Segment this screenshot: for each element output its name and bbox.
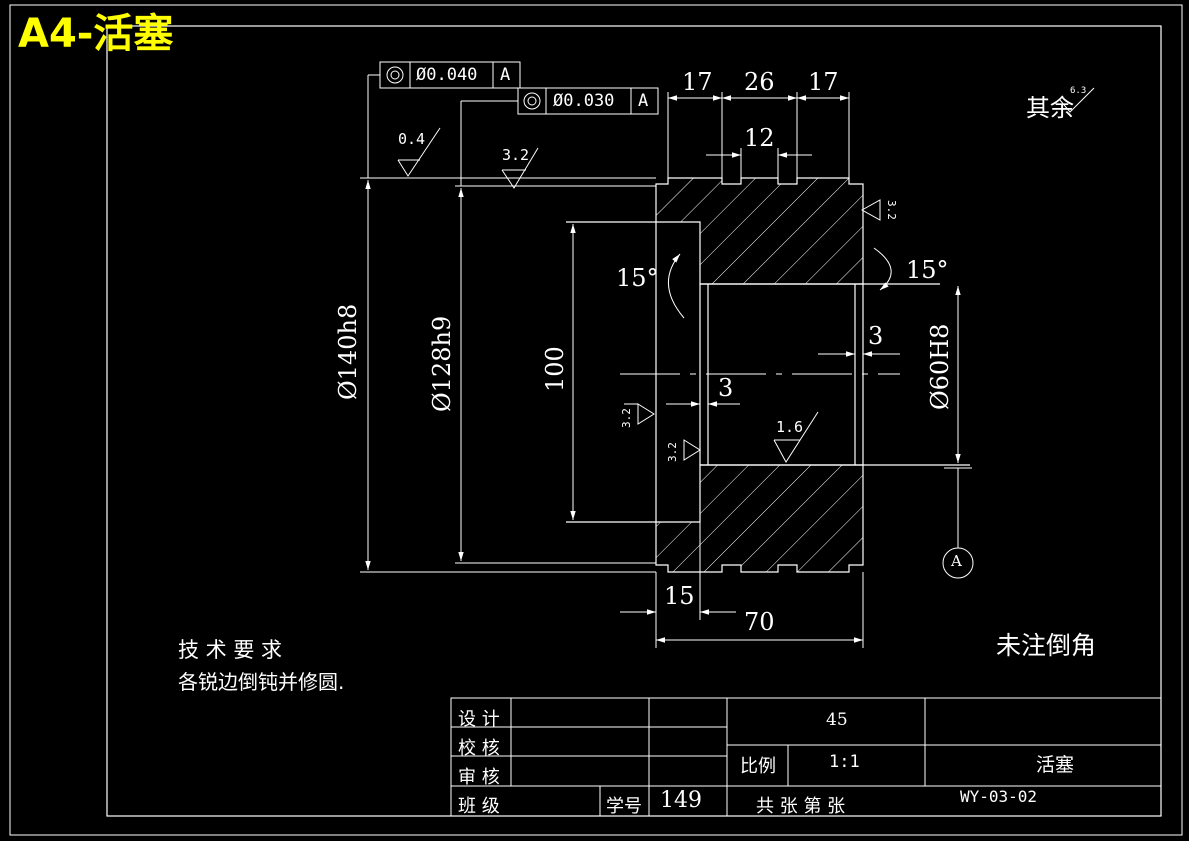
extension-lines bbox=[360, 92, 864, 648]
dim-3-left: 3 bbox=[718, 374, 734, 402]
tb-review: 审 核 bbox=[458, 767, 500, 788]
tolerance-value-1: Ø0.040 bbox=[416, 65, 478, 85]
lower-hatch bbox=[655, 464, 864, 573]
datum-a-label: A bbox=[951, 552, 962, 570]
tb-scale-label: 比例 bbox=[740, 756, 776, 777]
tb-check: 校 核 bbox=[458, 738, 500, 759]
dim-15: 15 bbox=[664, 582, 695, 610]
tolerance-value-2: Ø0.030 bbox=[553, 91, 615, 111]
tb-student-no: 149 bbox=[660, 788, 702, 813]
dim-70: 70 bbox=[744, 608, 775, 636]
dim-3-right: 3 bbox=[868, 322, 884, 350]
tb-class: 班 级 bbox=[458, 796, 500, 817]
dim-d128: Ø128h9 bbox=[428, 315, 456, 412]
upper-hatch bbox=[655, 177, 864, 285]
roughness-3-2-top: 3.2 bbox=[502, 146, 530, 164]
angle-left: 15° bbox=[616, 264, 659, 292]
title-block bbox=[450, 697, 1162, 817]
dimension-lines bbox=[365, 95, 961, 643]
rest-label: 其余 bbox=[1026, 94, 1074, 122]
dim-17-left: 17 bbox=[682, 68, 713, 96]
dim-26: 26 bbox=[744, 68, 775, 96]
roughness-3-2-right: 3.2 bbox=[885, 200, 898, 220]
page-title: A4-活塞 bbox=[18, 11, 174, 57]
roughness-rest: 6.3 bbox=[1070, 86, 1087, 96]
roughness-symbols bbox=[397, 87, 1095, 463]
tb-student-no-label: 学号 bbox=[606, 796, 642, 817]
tb-scale: 1:1 bbox=[829, 752, 860, 772]
tb-part-name: 活塞 bbox=[1036, 754, 1075, 776]
dim-12: 12 bbox=[744, 124, 775, 152]
angle-right: 15° bbox=[906, 256, 949, 284]
requirements-text: 各锐边倒钝并修圆. bbox=[178, 670, 345, 694]
tolerance-frame-2 bbox=[460, 87, 659, 186]
tolerance-datum-2: A bbox=[638, 91, 649, 111]
tolerance-datum-1: A bbox=[500, 65, 511, 85]
tb-material: 45 bbox=[826, 710, 848, 730]
tolerance-frame-1 bbox=[367, 61, 521, 178]
datum-a bbox=[942, 467, 974, 579]
dim-d140: Ø140h8 bbox=[334, 303, 362, 400]
dim-100: 100 bbox=[541, 346, 569, 392]
tb-drawing-no: WY-03-02 bbox=[960, 787, 1038, 806]
piston-section bbox=[566, 177, 970, 573]
roughness-3-2-low: 3.2 bbox=[666, 442, 679, 462]
chamfer-note: 未注倒角 bbox=[996, 631, 1097, 660]
roughness-0-4: 0.4 bbox=[398, 130, 426, 148]
tb-sheets: 共 张 第 张 bbox=[756, 796, 846, 817]
roughness-1-6: 1.6 bbox=[776, 418, 804, 436]
sheet-border bbox=[9, 4, 1183, 836]
requirements-title: 技 术 要 求 bbox=[178, 638, 283, 662]
roughness-3-2-mid: 3.2 bbox=[620, 408, 633, 428]
tb-design: 设 计 bbox=[458, 709, 500, 730]
dim-17-right: 17 bbox=[808, 68, 839, 96]
dim-d60: Ø60H8 bbox=[926, 323, 954, 410]
